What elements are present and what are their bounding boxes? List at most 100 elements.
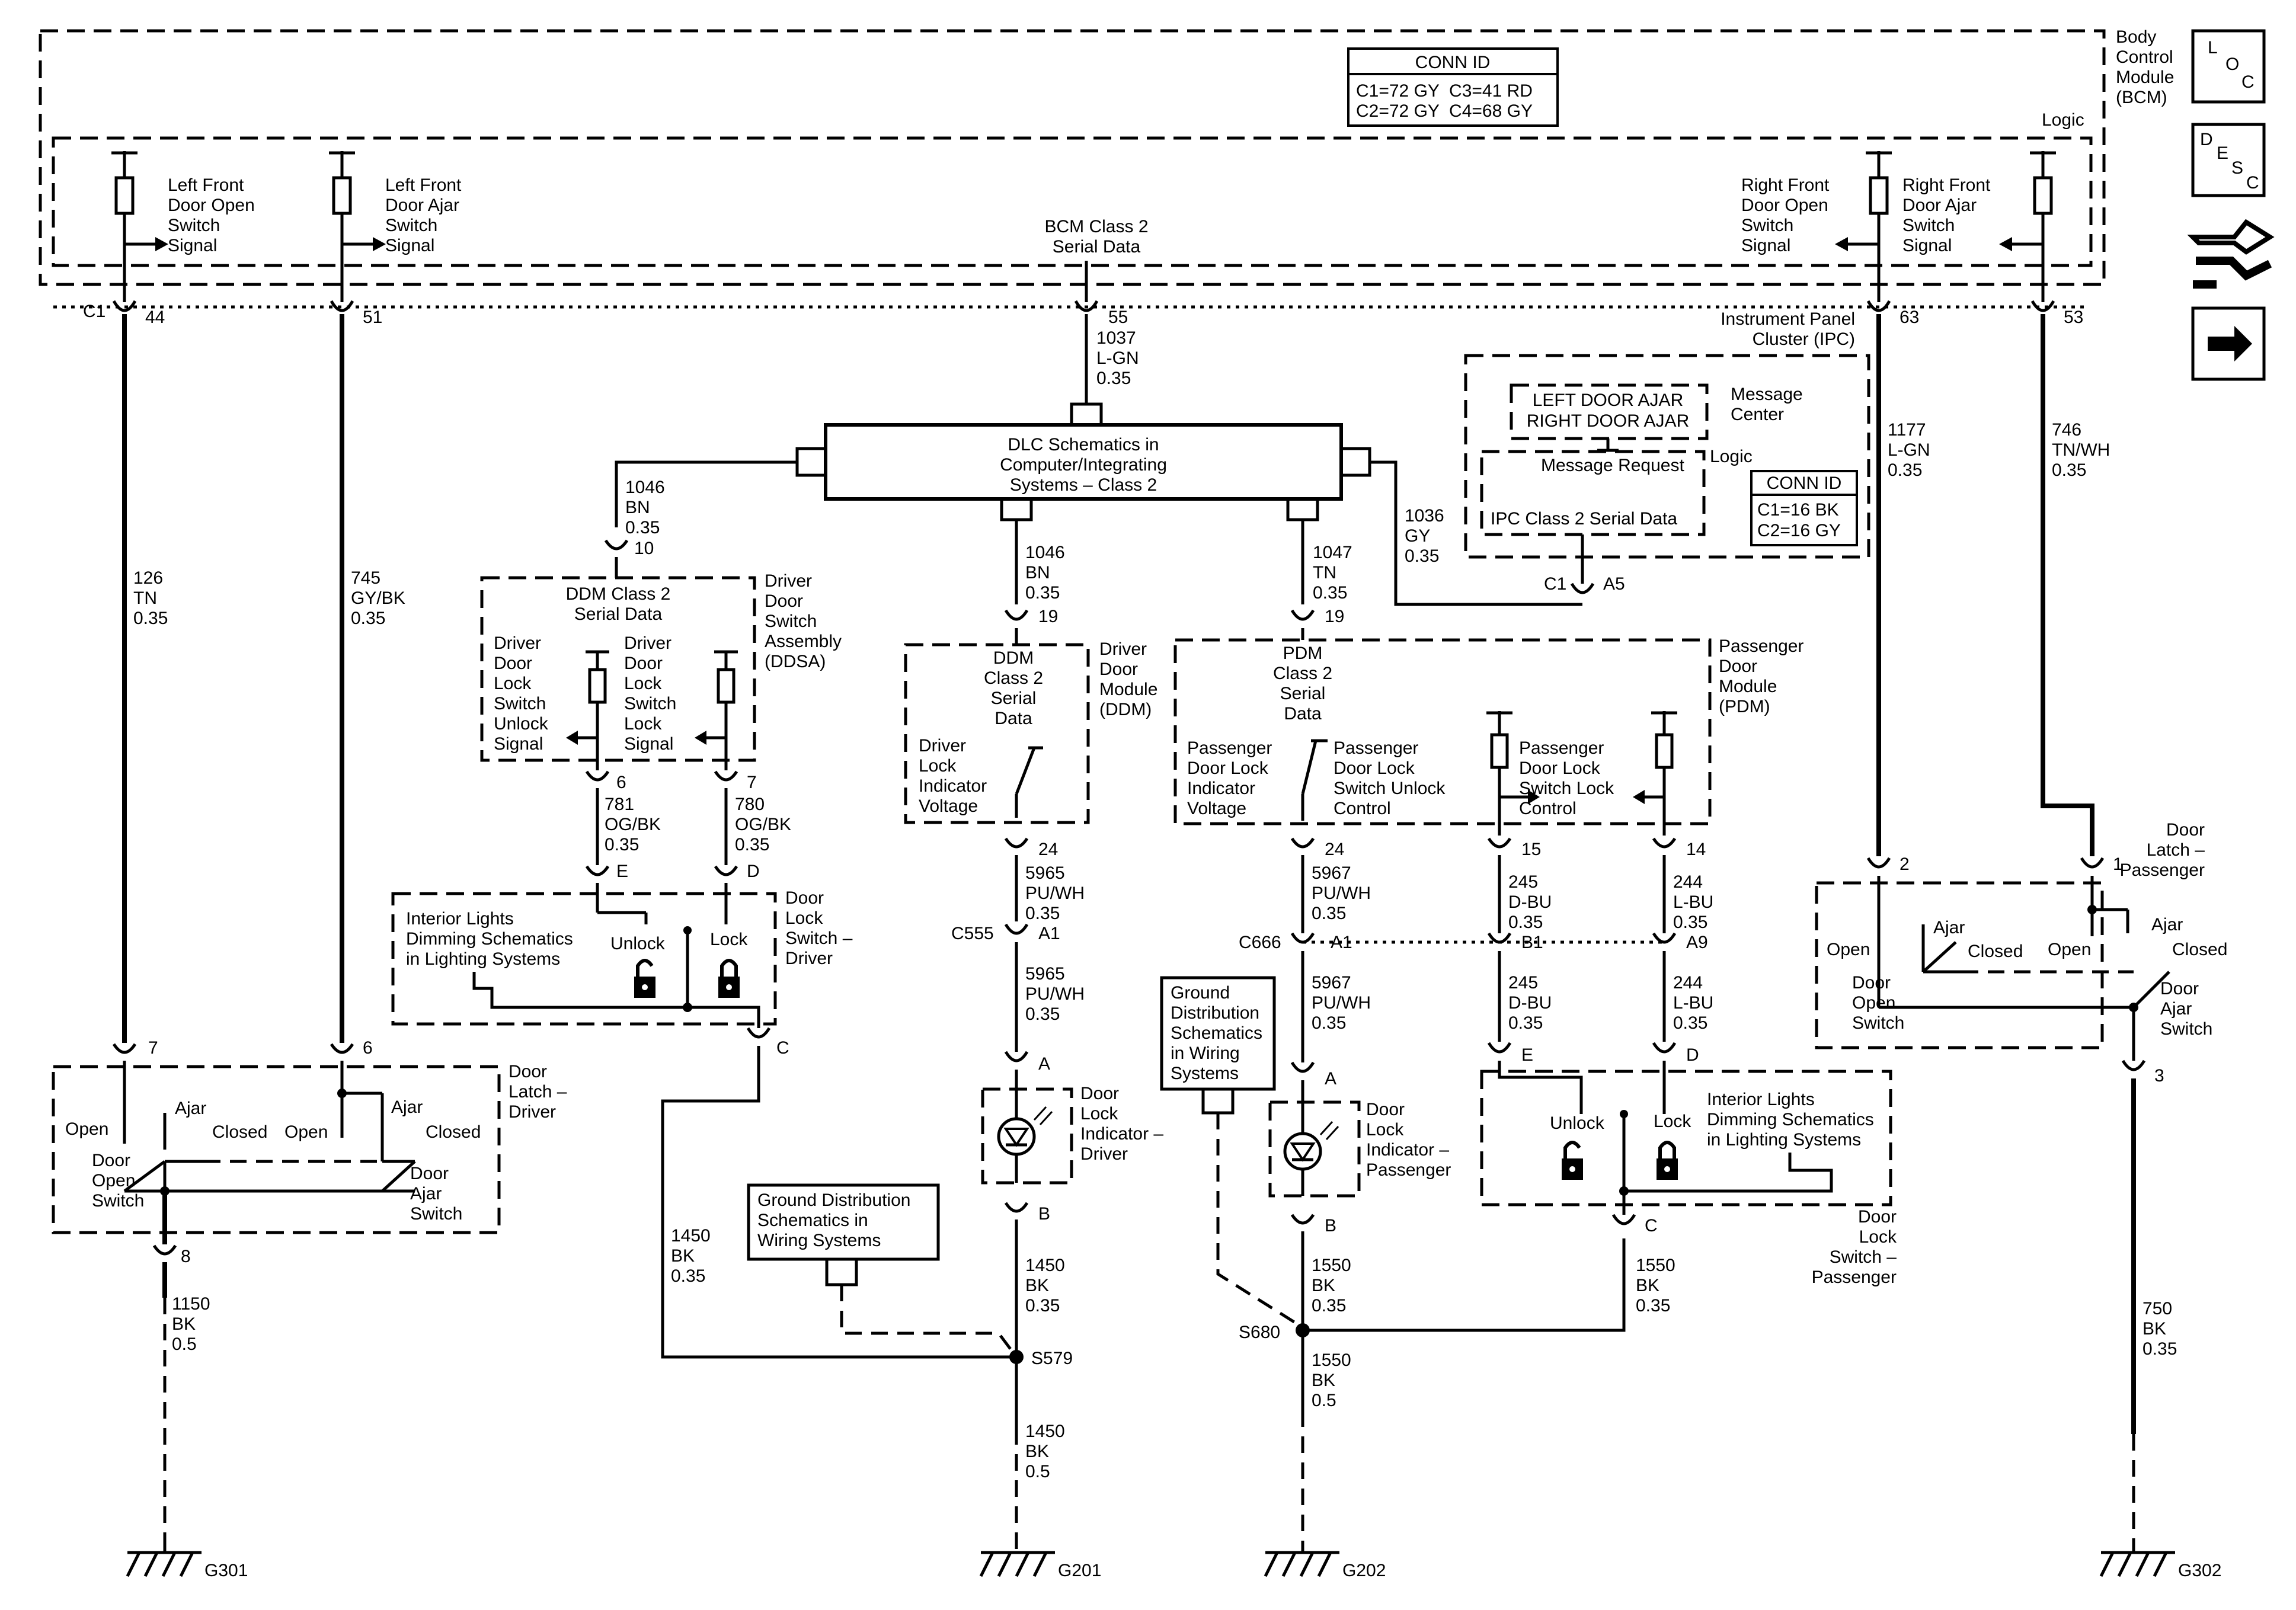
- svg-text:C: C: [776, 1038, 789, 1058]
- ground-distribution-ref-b: Ground Distribution Schematics in Wiring…: [1160, 976, 1304, 1329]
- svg-text:Switch: Switch: [410, 1204, 462, 1224]
- svg-text:1450: 1450: [1025, 1256, 1065, 1275]
- svg-text:C555: C555: [951, 924, 994, 943]
- door-lock-switch-driver: E D Interior Lights Dimming Schematics i…: [391, 862, 853, 1058]
- svg-text:Door: Door: [1080, 1084, 1119, 1103]
- svg-text:(BCM): (BCM): [2116, 88, 2167, 107]
- svg-text:Door: Door: [509, 1062, 547, 1081]
- svg-text:PU/WH: PU/WH: [1025, 884, 1085, 903]
- svg-text:750: 750: [2142, 1299, 2172, 1318]
- svg-text:Schematics in: Schematics in: [757, 1211, 868, 1230]
- svg-text:Serial: Serial: [991, 689, 1037, 708]
- svg-text:Door: Door: [765, 591, 803, 611]
- svg-text:Lock: Lock: [624, 714, 662, 734]
- svg-text:8: 8: [181, 1247, 191, 1266]
- svg-text:Body: Body: [2116, 27, 2156, 47]
- svg-text:7: 7: [148, 1038, 158, 1058]
- svg-text:BK: BK: [1025, 1442, 1049, 1461]
- svg-text:A5: A5: [1603, 574, 1625, 594]
- svg-text:Lock: Lock: [494, 674, 532, 693]
- svg-text:1046: 1046: [1025, 543, 1065, 562]
- svg-text:Door: Door: [2166, 820, 2205, 840]
- svg-text:Ajar: Ajar: [410, 1184, 442, 1204]
- svg-text:126: 126: [133, 568, 163, 588]
- svg-text:Switch: Switch: [1902, 216, 1955, 235]
- next-arrow-icon[interactable]: [2191, 306, 2266, 381]
- svg-text:0.5: 0.5: [172, 1334, 197, 1354]
- svg-text:1550: 1550: [1312, 1256, 1351, 1275]
- svg-text:Door: Door: [1852, 973, 1891, 993]
- svg-text:Switch: Switch: [624, 694, 676, 713]
- svg-text:Door: Door: [624, 654, 663, 673]
- svg-text:Systems – Class 2: Systems – Class 2: [1010, 475, 1157, 495]
- svg-text:Door: Door: [1858, 1207, 1897, 1227]
- svg-text:0.35: 0.35: [605, 835, 639, 854]
- loc-icon[interactable]: L O C: [2191, 29, 2266, 104]
- svg-text:Passenger: Passenger: [1812, 1267, 1897, 1287]
- wire-1046-ddsa: 1046 BN 0.35 10: [604, 460, 797, 578]
- svg-text:PU/WH: PU/WH: [1025, 984, 1085, 1004]
- svg-text:Data: Data: [1284, 704, 1322, 724]
- diagnostic-connector-icon[interactable]: [2187, 219, 2275, 289]
- svg-text:Lock: Lock: [1859, 1227, 1897, 1247]
- svg-text:Passenger: Passenger: [1519, 738, 1604, 758]
- svg-text:Signal: Signal: [385, 236, 434, 255]
- svg-text:0.35: 0.35: [1508, 1013, 1543, 1033]
- svg-text:10: 10: [634, 539, 654, 558]
- svg-text:2: 2: [1900, 854, 1910, 874]
- svg-text:S680: S680: [1239, 1323, 1280, 1342]
- svg-text:6: 6: [616, 773, 626, 792]
- svg-text:Switch –: Switch –: [785, 929, 853, 948]
- svg-text:Systems: Systems: [1171, 1064, 1239, 1083]
- ground-g302: G302: [2099, 1551, 2221, 1580]
- svg-text:0.5: 0.5: [1312, 1391, 1336, 1410]
- svg-text:C1: C1: [83, 302, 105, 321]
- svg-text:Lock: Lock: [624, 674, 662, 693]
- svg-text:Interior Lights: Interior Lights: [1707, 1090, 1815, 1109]
- svg-text:245: 245: [1508, 872, 1538, 892]
- svg-text:Passenger: Passenger: [1719, 636, 1803, 656]
- ground-g202: G202: [1264, 1551, 1386, 1580]
- svg-text:A: A: [1038, 1054, 1050, 1074]
- svg-text:C2=72 GY C4=68 GY: C2=72 GY C4=68 GY: [1356, 101, 1533, 121]
- svg-text:24: 24: [1038, 840, 1058, 859]
- svg-text:Door Lock: Door Lock: [1519, 758, 1601, 778]
- svg-text:Ajar: Ajar: [2160, 999, 2192, 1019]
- svg-text:780: 780: [735, 795, 765, 814]
- svg-text:Door: Door: [92, 1151, 130, 1170]
- svg-text:Switch Unlock: Switch Unlock: [1334, 779, 1446, 798]
- svg-text:245: 245: [1508, 973, 1538, 993]
- svg-text:BN: BN: [625, 498, 650, 517]
- svg-text:Switch: Switch: [2160, 1019, 2212, 1039]
- bcm-lf-ajar-circuit: Left Front Door Ajar Switch Signal: [329, 151, 462, 302]
- svg-text:Door Lock: Door Lock: [1334, 758, 1415, 778]
- svg-text:0.35: 0.35: [1096, 369, 1131, 388]
- svg-text:D: D: [1686, 1045, 1699, 1065]
- svg-text:Message Request: Message Request: [1541, 456, 1684, 475]
- unlock-icon: [1562, 1141, 1583, 1180]
- svg-text:Switch: Switch: [385, 216, 437, 235]
- ipc-message-right: RIGHT DOOR AJAR: [1527, 411, 1689, 431]
- svg-text:D-BU: D-BU: [1508, 993, 1552, 1013]
- desc-icon[interactable]: D E S C: [2191, 123, 2266, 197]
- svg-text:Open: Open: [1827, 940, 1870, 959]
- svg-text:BK: BK: [172, 1314, 196, 1334]
- svg-text:(PDM): (PDM): [1719, 697, 1770, 716]
- svg-text:Lock: Lock: [919, 756, 957, 776]
- bcm-rf-ajar-circuit: Right Front Door Ajar Switch Signal: [1902, 151, 2056, 302]
- svg-text:BCM Class 2: BCM Class 2: [1044, 217, 1148, 236]
- svg-text:1037: 1037: [1096, 328, 1136, 348]
- wire-780: 780 OG/BK 0.35: [724, 788, 791, 865]
- svg-text:19: 19: [1038, 607, 1058, 626]
- svg-text:Driver: Driver: [624, 633, 671, 653]
- svg-text:0.35: 0.35: [351, 609, 385, 628]
- svg-text:Passenger: Passenger: [1366, 1160, 1451, 1180]
- svg-text:BK: BK: [1025, 1276, 1049, 1295]
- unlock-icon: [634, 959, 655, 998]
- svg-text:53: 53: [2064, 308, 2083, 327]
- svg-text:Left Front: Left Front: [385, 175, 462, 195]
- svg-text:Driver: Driver: [1080, 1144, 1128, 1164]
- svg-text:Open: Open: [2048, 940, 2091, 959]
- svg-text:C2=16 GY: C2=16 GY: [1757, 521, 1841, 540]
- svg-text:Driver: Driver: [509, 1102, 556, 1122]
